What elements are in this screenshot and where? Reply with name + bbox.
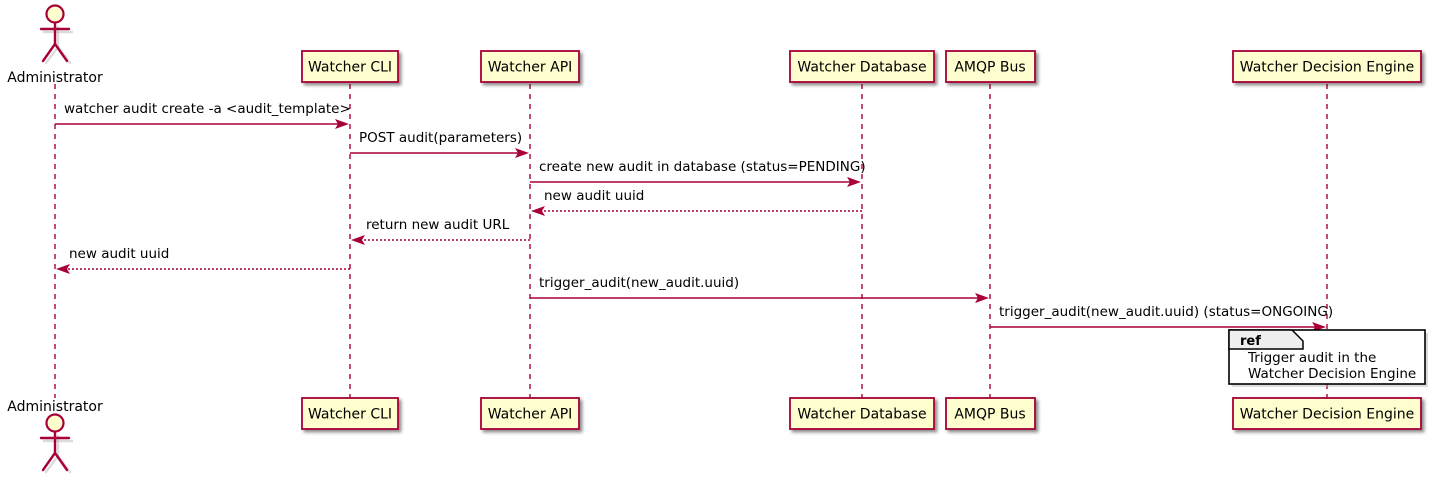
arrowhead-m3 [847,177,861,187]
message-new-audit-uuid-db[interactable]: new audit uuid [531,188,862,216]
participant-rect-amqp-top [945,50,1036,83]
arrowhead-m6 [56,264,70,274]
participant-label-decision-top: Watcher Decision Engine [1240,60,1414,76]
message-create-new-audit[interactable]: create new audit in database (status=PEN… [530,159,866,187]
actor-label-admin-top: Administrator [7,70,103,86]
message-label-m3: create new audit in database (status=PEN… [539,159,866,175]
actor-admin-top[interactable]: Administrator [7,4,103,87]
message-trigger-audit-ongoing[interactable]: trigger_audit(new_audit.uuid) (status=ON… [990,304,1333,332]
arrowhead-m4 [531,206,545,216]
message-return-new-audit-url[interactable]: return new audit URL [351,217,530,245]
actor-leg-left-bottom [41,451,57,472]
participant-rect-amqp-bottom [945,397,1036,430]
participant-box-cli-bottom[interactable]: Watcher CLI [301,397,399,430]
participant-rect-cli-bottom [301,397,399,430]
ref-fragment-line-2: Watcher Decision Engine [1248,366,1416,382]
participant-box-amqp-top[interactable]: AMQP Bus [945,50,1036,83]
actor-label-admin-bottom: Administrator [7,399,103,415]
participant-rect-cli-top [301,50,399,83]
participant-rect-db-top [789,50,935,83]
participant-box-decision-bottom[interactable]: Watcher Decision Engine [1232,397,1422,430]
participant-rect-db-bottom [789,397,935,430]
lifelines-group [54,84,1328,398]
participant-box-db-bottom[interactable]: Watcher Database [789,397,935,430]
participant-label-api-bottom: Watcher API [488,407,573,423]
participant-box-decision-top[interactable]: Watcher Decision Engine [1232,50,1422,83]
message-new-audit-uuid-cli[interactable]: new audit uuid [56,246,350,274]
arrowhead-m5 [351,235,365,245]
message-post-audit[interactable]: POST audit(parameters) [350,130,529,158]
participant-box-cli-top[interactable]: Watcher CLI [301,50,399,83]
actor-leg-right-bottom [53,451,69,472]
participant-rect-decision-bottom [1232,397,1422,430]
actor-leg-right-top [53,42,69,63]
participant-box-api-top[interactable]: Watcher API [480,50,580,83]
arrowhead-m7 [975,293,989,303]
message-trigger-audit[interactable]: trigger_audit(new_audit.uuid) [530,275,989,303]
participant-box-api-bottom[interactable]: Watcher API [480,397,580,430]
actor-head-icon-top [45,4,65,24]
participant-label-cli-bottom: Watcher CLI [308,407,392,423]
participant-label-db-bottom: Watcher Database [797,407,926,423]
arrowhead-m2 [515,148,529,158]
message-label-m1: watcher audit create -a <audit_template> [64,101,351,117]
message-label-m2: POST audit(parameters) [359,130,522,146]
participant-label-amqp-bottom: AMQP Bus [954,407,1025,423]
ref-fragment-line-1: Trigger audit in the [1247,350,1376,366]
participant-label-amqp-top: AMQP Bus [954,60,1025,76]
actor-shadow-top [42,25,74,65]
message-watcher-audit-create[interactable]: watcher audit create -a <audit_template> [55,101,351,129]
ref-fragment-tab [1228,329,1304,350]
message-label-m5: return new audit URL [366,217,510,233]
participant-label-cli-top: Watcher CLI [308,60,392,76]
participant-label-api-top: Watcher API [488,60,573,76]
participant-box-db-top[interactable]: Watcher Database [789,50,935,83]
participant-rect-api-bottom [480,397,580,430]
participant-rect-api-top [480,50,580,83]
participant-label-decision-bottom: Watcher Decision Engine [1240,407,1414,423]
message-label-m4: new audit uuid [544,188,644,204]
actor-head-icon-bottom [45,413,65,433]
participant-rect-decision-top [1232,50,1422,83]
actor-admin-bottom[interactable]: Administrator [7,399,103,474]
message-label-m7: trigger_audit(new_audit.uuid) [539,275,739,291]
ref-fragment-tab-label: ref [1240,334,1261,349]
actor-leg-left-top [41,42,57,63]
participant-box-amqp-bottom[interactable]: AMQP Bus [945,397,1036,430]
message-label-m6: new audit uuid [69,246,169,262]
ref-fragment[interactable]: ref Trigger audit in the Watcher Decisio… [1228,329,1428,387]
participant-label-db-top: Watcher Database [797,60,926,76]
message-label-m8: trigger_audit(new_audit.uuid) (status=ON… [999,304,1333,320]
arrowhead-m1 [335,119,349,129]
actor-shadow-bottom [42,434,74,474]
